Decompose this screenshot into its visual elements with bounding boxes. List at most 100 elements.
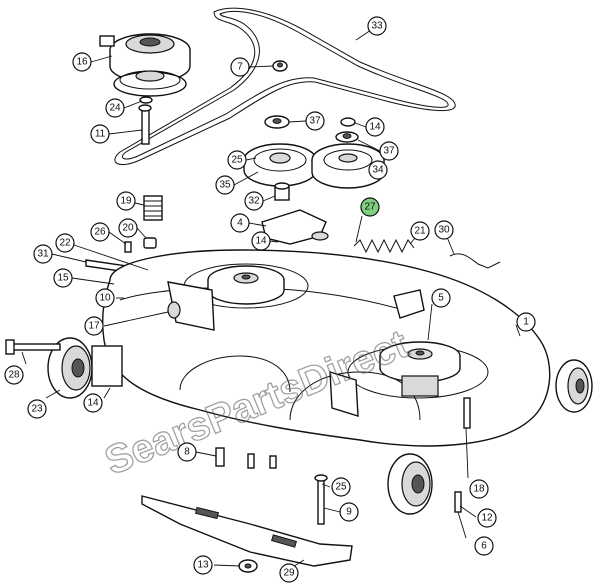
idler-pulley-flat	[243, 143, 317, 187]
callout-20[interactable]: 20	[118, 218, 138, 238]
callout-label: 33	[371, 21, 383, 32]
hanger-bracket	[393, 289, 425, 319]
screw	[124, 241, 132, 253]
callout-label: 20	[122, 223, 134, 234]
callout-label: 10	[99, 293, 111, 304]
callout-18[interactable]: 18	[469, 479, 489, 499]
blade-nut	[238, 559, 258, 573]
callout-label: 30	[438, 225, 450, 236]
callout-26[interactable]: 26	[90, 222, 110, 242]
callout-12[interactable]: 12	[477, 508, 497, 528]
callout-label: 14	[87, 398, 99, 409]
callout-label: 35	[219, 180, 231, 191]
callout-label: 14	[369, 122, 381, 133]
callout-label: 29	[283, 568, 295, 579]
callout-37-top[interactable]: 37	[305, 111, 325, 131]
callout-label: 5	[438, 293, 444, 304]
spacer	[139, 96, 153, 104]
callout-25-top[interactable]: 25	[227, 150, 247, 170]
callout-label: 25	[335, 482, 347, 493]
idler-bearing-right	[335, 131, 359, 143]
callout-22[interactable]: 22	[55, 233, 75, 253]
callout-label: 8	[184, 447, 190, 458]
spring-rod	[449, 253, 501, 269]
callout-label: 18	[473, 484, 485, 495]
callout-label: 34	[372, 165, 384, 176]
callout-17[interactable]: 17	[84, 316, 104, 336]
callout-24[interactable]: 24	[105, 98, 125, 118]
callout-37-right[interactable]: 37	[379, 141, 399, 161]
idler-arm	[261, 209, 329, 245]
callout-21[interactable]: 21	[410, 221, 430, 241]
callout-35[interactable]: 35	[215, 175, 235, 195]
callout-label: 37	[383, 146, 395, 157]
spindle-pulley-left	[207, 265, 285, 305]
callout-30[interactable]: 30	[434, 220, 454, 240]
spindle-pulley-right	[379, 341, 461, 397]
callout-33[interactable]: 33	[367, 16, 387, 36]
callout-7[interactable]: 7	[230, 57, 250, 77]
callout-34[interactable]: 34	[368, 160, 388, 180]
callout-16[interactable]: 16	[72, 52, 92, 72]
nut	[272, 60, 288, 72]
callout-14-top[interactable]: 14	[365, 117, 385, 137]
callout-27[interactable]: 27	[360, 197, 380, 217]
clutch-bolt	[138, 104, 152, 145]
gauge-wheel-left	[47, 337, 123, 399]
callout-11[interactable]: 11	[90, 124, 110, 144]
deck-bracket	[167, 281, 215, 331]
callout-1[interactable]: 1	[516, 312, 536, 332]
axle-bolt	[5, 339, 61, 355]
callout-label: 24	[109, 103, 121, 114]
callout-25-bottom[interactable]: 25	[331, 477, 351, 497]
callout-label: 13	[197, 560, 209, 571]
callout-label: 37	[309, 116, 321, 127]
callout-6[interactable]: 6	[474, 536, 494, 556]
callout-label: 6	[481, 541, 487, 552]
mower-blade	[141, 495, 353, 567]
adjuster-knob	[143, 237, 157, 249]
spring-small	[143, 195, 163, 221]
callout-31[interactable]: 31	[33, 244, 53, 264]
callout-4[interactable]: 4	[230, 213, 250, 233]
callout-label: 9	[346, 507, 352, 518]
callout-label: 16	[76, 57, 88, 68]
callout-label: 22	[59, 238, 71, 249]
nut-top	[340, 117, 356, 127]
callout-label: 25	[231, 155, 243, 166]
callout-label: 31	[37, 249, 49, 260]
callout-15[interactable]: 15	[53, 268, 73, 288]
callout-label: 27	[364, 202, 376, 213]
callout-19[interactable]: 19	[116, 191, 136, 211]
callout-10[interactable]: 10	[95, 288, 115, 308]
callout-label: 15	[57, 273, 69, 284]
callout-32[interactable]: 32	[244, 191, 264, 211]
callout-28[interactable]: 28	[4, 365, 24, 385]
callout-label: 12	[481, 513, 493, 524]
callout-8[interactable]: 8	[177, 442, 197, 462]
idler-pulley-v	[311, 143, 385, 189]
callout-label: 11	[95, 129, 106, 140]
callout-14-bottom[interactable]: 14	[83, 393, 103, 413]
pto-clutch	[99, 33, 191, 97]
callout-23[interactable]: 23	[27, 399, 47, 419]
gauge-wheel-right-top	[555, 359, 593, 413]
callout-label: 21	[414, 226, 426, 237]
gauge-wheel-right-bottom	[387, 453, 433, 515]
extension-spring	[353, 238, 415, 254]
callout-14-mid[interactable]: 14	[251, 231, 271, 251]
callout-label: 26	[94, 227, 106, 238]
callout-label: 32	[248, 196, 260, 207]
deck-bolts	[215, 397, 471, 525]
callout-label: 28	[8, 370, 20, 381]
callout-label: 23	[31, 404, 43, 415]
callout-label: 19	[120, 196, 132, 207]
idler-bearing-left	[264, 115, 290, 129]
callout-13[interactable]: 13	[193, 555, 213, 575]
callout-29[interactable]: 29	[279, 563, 299, 583]
callout-label: 4	[237, 218, 243, 229]
callout-9[interactable]: 9	[339, 502, 359, 522]
callout-label: 17	[88, 321, 100, 332]
callout-5[interactable]: 5	[431, 288, 451, 308]
